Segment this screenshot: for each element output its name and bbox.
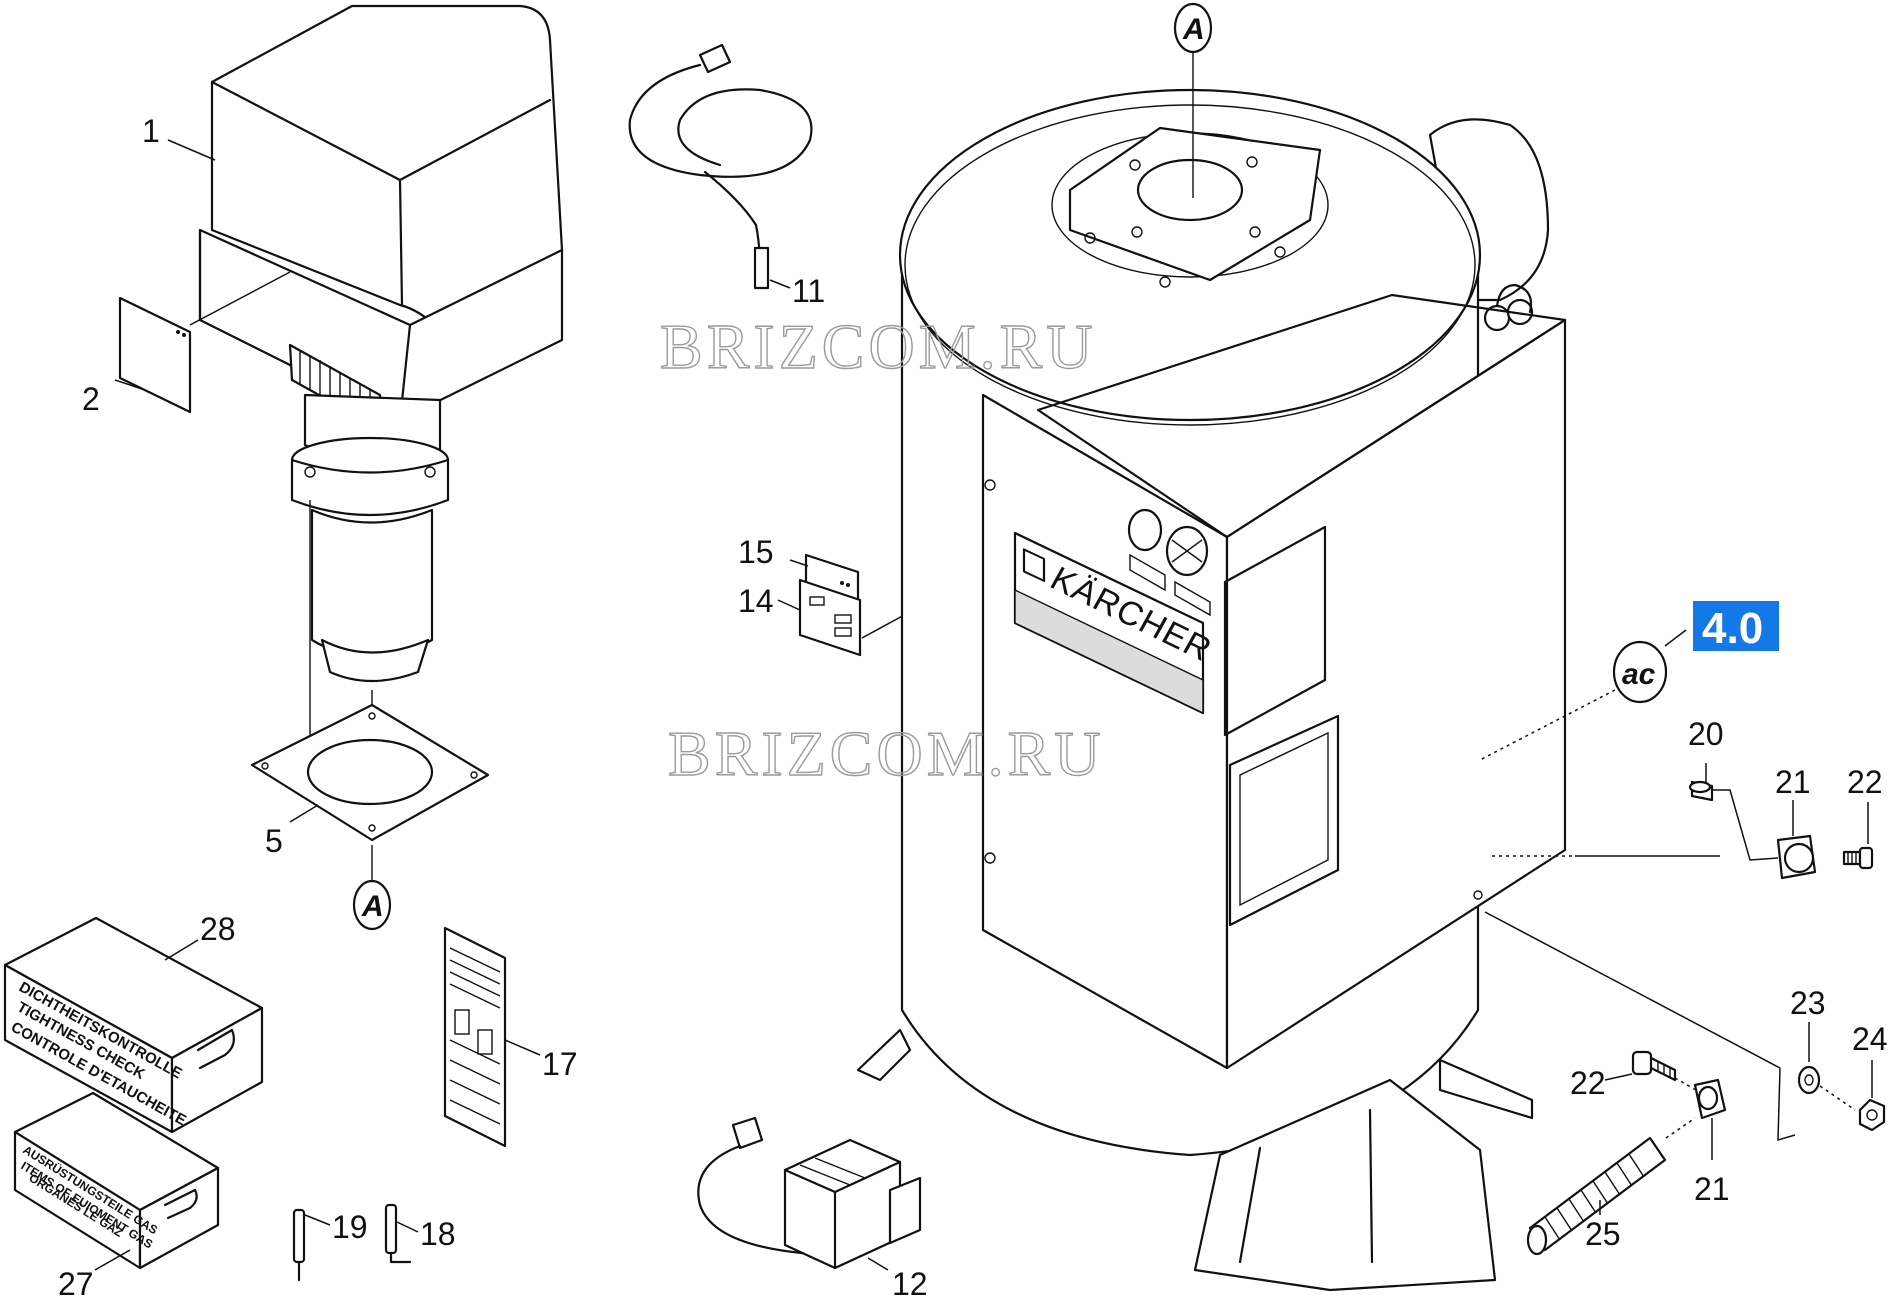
clamp-21-bottom[interactable] xyxy=(1693,1078,1727,1120)
view-ref-a-top: A xyxy=(1173,2,1213,54)
burner-unit[interactable] xyxy=(198,4,564,683)
part-number-19: 19 xyxy=(332,1209,368,1245)
part-number-25: 25 xyxy=(1585,1216,1621,1252)
svg-text:ac: ac xyxy=(1622,658,1656,691)
gasket-plate-5[interactable] xyxy=(250,703,490,842)
part-number-12: 12 xyxy=(892,1266,928,1302)
section-badge[interactable] xyxy=(1693,601,1779,651)
watermark-middle: BRIZCOM.RU xyxy=(668,718,1105,789)
section-badge-text: 4.0 xyxy=(1702,604,1763,653)
view-ref-ac: ac xyxy=(1612,640,1668,704)
label-plate-2[interactable] xyxy=(118,296,192,414)
part-number-22a: 22 xyxy=(1847,764,1883,800)
sensor-cable-11[interactable] xyxy=(628,43,813,290)
part-number-21a: 21 xyxy=(1775,764,1811,800)
part-number-18: 18 xyxy=(420,1216,456,1252)
svg-text:A: A xyxy=(361,890,384,923)
view-ref-a-bottom: A xyxy=(352,879,392,931)
washer-23[interactable] xyxy=(1797,1065,1821,1095)
part-number-14: 14 xyxy=(738,583,774,619)
screw-22-bottom[interactable] xyxy=(1631,1050,1677,1082)
part-number-20: 20 xyxy=(1688,716,1724,752)
screw-22-top[interactable] xyxy=(1842,846,1874,870)
part-number-23: 23 xyxy=(1790,985,1826,1021)
electrode-18[interactable] xyxy=(384,1203,412,1264)
part-number-17: 17 xyxy=(542,1046,578,1082)
clamp-21-top[interactable] xyxy=(1776,834,1817,880)
part-number-1: 1 xyxy=(142,113,160,149)
boiler-vessel[interactable] xyxy=(856,88,1567,1292)
part-number-28: 28 xyxy=(200,911,236,947)
nut-24[interactable] xyxy=(1858,1098,1886,1132)
part-number-15: 15 xyxy=(738,534,774,570)
plug-20[interactable] xyxy=(1688,780,1714,802)
part-number-27: 27 xyxy=(58,1266,94,1302)
label-14[interactable] xyxy=(798,578,862,657)
part-number-2: 2 xyxy=(82,381,100,417)
part-number-24: 24 xyxy=(1852,1021,1888,1057)
svg-text:A: A xyxy=(1182,13,1205,46)
electrode-19[interactable] xyxy=(292,1208,306,1282)
control-module-17[interactable] xyxy=(443,926,507,1148)
ignition-transformer-12[interactable] xyxy=(697,1116,922,1270)
kit-box-28[interactable]: DICHTHEITSKONTROLLE TIGHTNESS CHECK CONT… xyxy=(3,916,264,1134)
watermark-top: BRIZCOM.RU xyxy=(660,311,1097,382)
part-number-11: 11 xyxy=(792,273,825,309)
part-number-21b: 21 xyxy=(1694,1171,1730,1207)
part-number-22b: 22 xyxy=(1570,1065,1606,1101)
corrugated-hose-25[interactable] xyxy=(1526,1136,1667,1256)
part-number-5: 5 xyxy=(265,823,283,859)
